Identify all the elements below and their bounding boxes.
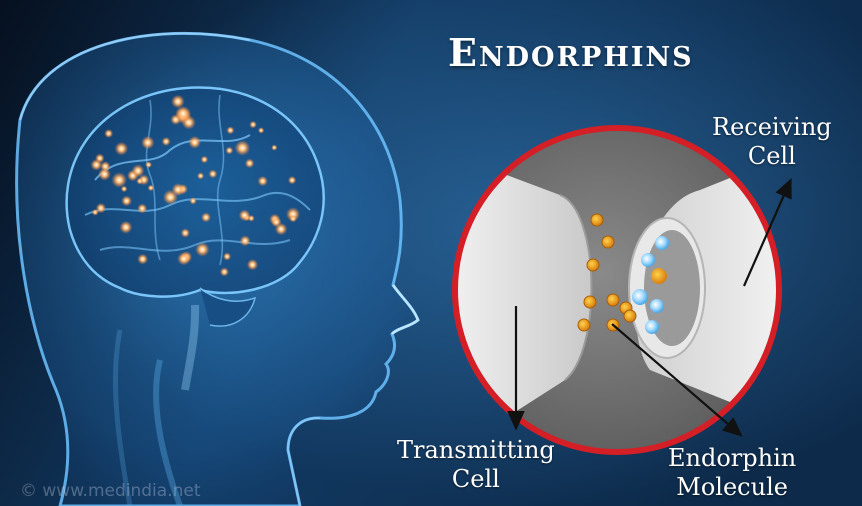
brain-spark [148,185,155,192]
receiving-cell-label-line1: Receiving [712,113,832,142]
brain-spark [195,242,209,256]
brain-spark [137,254,148,265]
brain-spark [145,161,152,168]
brain-spark [119,221,132,234]
diagram-title: Endorphins [448,30,694,75]
brain-spark [258,127,264,133]
receiving-cell-label-line2: Cell [712,142,832,171]
brain-spark [162,137,171,146]
bound-molecule [651,268,667,284]
brain-spark [235,140,251,156]
brain-spark [100,161,111,172]
brain-spark [188,136,201,149]
brain-spark [239,210,251,222]
brain-spark [223,252,231,260]
brain-spark [289,215,297,223]
brain-spark [249,121,257,129]
endorphin-molecule-label-line2: Molecule [668,473,796,502]
brain-spark [115,142,129,156]
brain-spark [121,196,132,207]
endorphin-molecule [584,296,596,308]
brain-spark [201,156,209,164]
receptor-dot [645,320,659,334]
brain-spark [111,172,127,188]
receptor-dot [641,253,655,267]
brain-spark [177,252,190,265]
transmitting-cell-label-line2: Cell [397,465,555,494]
brain-spark [190,197,197,204]
brain-spark [220,267,229,276]
brain-spark [175,106,191,122]
endorphin-molecule [578,319,590,331]
endorphin-molecule [607,294,619,306]
brain-spark [271,145,277,151]
endorphin-molecule [624,310,636,322]
brain-spark [96,203,106,213]
brain-spark [245,159,255,169]
brain-spark [181,228,190,237]
endorphin-molecule [602,236,614,248]
watermark: © www.medindia.net [20,481,201,501]
endorphin-molecule [587,259,599,271]
brain-spark [288,176,296,184]
brain-spark [226,147,234,155]
endorphin-molecule-label-line1: Endorphin [668,444,796,473]
brain-spark [247,259,258,270]
brain-spark [197,172,204,179]
receptor-dot [650,299,664,313]
receptor-dot [632,289,648,305]
transmitting-cell-label: Transmitting Cell [397,436,555,494]
transmitting-cell-label-line1: Transmitting [397,436,555,465]
receiving-cell-label: Receiving Cell [712,113,832,171]
brain-spark [136,178,143,185]
brain-spark [258,176,268,186]
receptor-dot [655,236,669,250]
brain-spark [141,136,154,149]
brain-spark [226,126,234,134]
brain-spark [271,217,282,228]
brain-spark [137,204,147,214]
brain-spark [121,186,128,193]
brain-spark [132,164,145,177]
endorphin-molecule-label: Endorphin Molecule [668,444,796,502]
endorphin-molecule [591,214,603,226]
brain-spark [209,170,218,179]
brain-spark [104,129,113,138]
brain-spark [172,183,185,196]
brain-spark [201,212,211,222]
brain-spark [240,235,251,246]
